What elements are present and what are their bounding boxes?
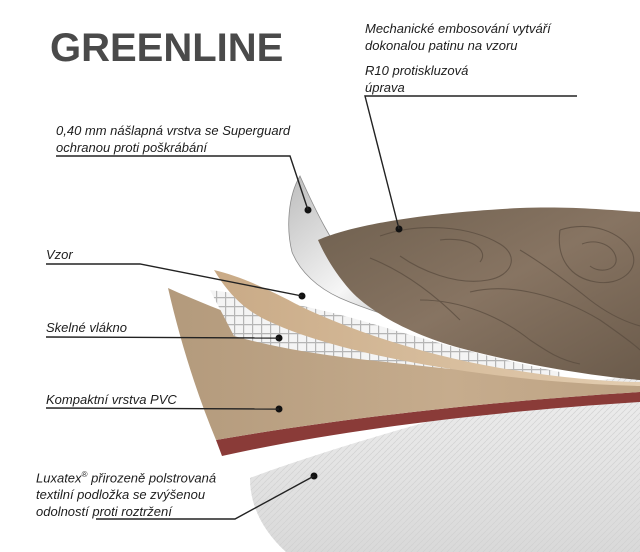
label-embossing-line1: Mechanické embosování vytváří: [365, 21, 551, 36]
pvc-red-edge: [216, 392, 640, 456]
leader-pvc: [45, 407, 280, 410]
label-backing-line1: Luxatex® přirozeně polstrovaná: [36, 466, 216, 486]
leader-lines: [45, 95, 577, 520]
label-backing-line2: textilní podložka se zvýšenou: [36, 487, 206, 503]
label-pvc: Kompaktní vrstva PVC: [46, 392, 177, 407]
label-r10-line1: R10 protiskluzová: [365, 63, 469, 78]
leader-backing: [96, 475, 315, 520]
label-backing: Luxatex® přirozeně polstrovaná textilní …: [36, 466, 216, 520]
label-wear-layer-line1: 0,40 mm nášlapná vrstva se Superguard: [56, 123, 291, 138]
label-embossing: Mechanické embosování vytváří dokonalou …: [365, 20, 551, 54]
label-backing-brand: Luxatex: [36, 470, 82, 486]
wood-grain-lines: [369, 225, 640, 365]
label-pattern: Vzor: [46, 247, 73, 262]
brand-title: GREENLINE: [50, 26, 284, 70]
leader-pattern: [46, 263, 303, 297]
registered-mark: ®: [81, 470, 88, 479]
label-backing-line3: odolností proti roztržení: [36, 504, 172, 520]
label-fiberglass: Skelné vlákno: [46, 320, 127, 335]
label-r10-line2: úprava: [365, 80, 405, 95]
label-wear-layer-line2: ochranou proti poškrábání: [56, 140, 208, 155]
leader-embossing: [364, 95, 577, 230]
label-r10: R10 protiskluzová úprava: [365, 62, 468, 96]
label-embossing-line2: dokonalou patinu na vzoru: [365, 38, 518, 53]
pattern-layer: [214, 270, 640, 386]
label-wear-layer: 0,40 mm nášlapná vrstva se Superguard oc…: [56, 122, 290, 156]
felt-texture: [250, 376, 640, 552]
leader-fiberglass: [45, 336, 280, 339]
wood-top-surface: [318, 207, 640, 380]
label-backing-line1-rest: přirozeně polstrovaná: [87, 470, 217, 486]
leader-wear-layer: [56, 155, 309, 211]
